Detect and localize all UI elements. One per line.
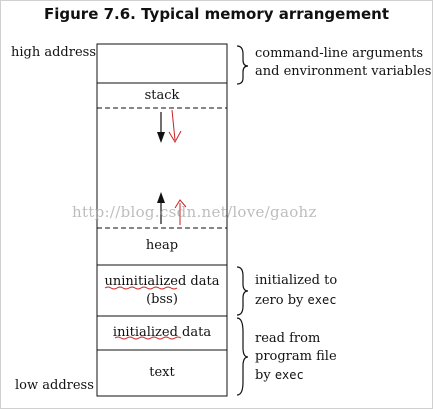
init-spellcheck-underline — [114, 336, 182, 340]
bss-spellcheck-underline — [104, 286, 178, 290]
bss-brace — [236, 266, 249, 316]
init-note-line1: read from — [255, 331, 321, 346]
red-down-arrow — [168, 109, 182, 144]
args-note-line2: and environment variables — [255, 64, 432, 79]
bss-note-line1: initialized to — [255, 273, 338, 288]
initialized-data-label: initialized data — [112, 325, 212, 340]
high-address-label: high address — [11, 45, 97, 60]
args-note-line1: command-line arguments — [255, 46, 424, 61]
args-brace — [236, 45, 249, 85]
low-address-label: low address — [15, 378, 94, 393]
stack-arrow-head — [157, 132, 165, 143]
stack-label: stack — [144, 88, 180, 103]
red-up-arrow — [174, 199, 187, 225]
bss-note-prefix: zero by — [255, 293, 308, 308]
memory-box — [96, 43, 228, 397]
heap-label: heap — [145, 238, 179, 253]
init-note-prefix: by — [255, 368, 275, 383]
figure-title: Figure 7.6. Typical memory arrangement — [44, 5, 389, 23]
init-note-line2: program file — [255, 349, 337, 364]
bss-label-line1: uninitialized data — [104, 274, 220, 289]
init-note-exec: exec — [274, 368, 304, 382]
text-segment-label: text — [149, 365, 175, 380]
init-text-brace — [236, 317, 249, 396]
init-note-line3: by exec — [255, 367, 304, 384]
bss-label-line2: (bss) — [146, 292, 178, 307]
heap-arrow-head — [157, 192, 165, 203]
bss-note-exec: exec — [307, 293, 337, 307]
bss-note-line2: zero by exec — [255, 292, 336, 309]
watermark: http://blog.csdn.net/love/gaohz — [72, 203, 317, 221]
